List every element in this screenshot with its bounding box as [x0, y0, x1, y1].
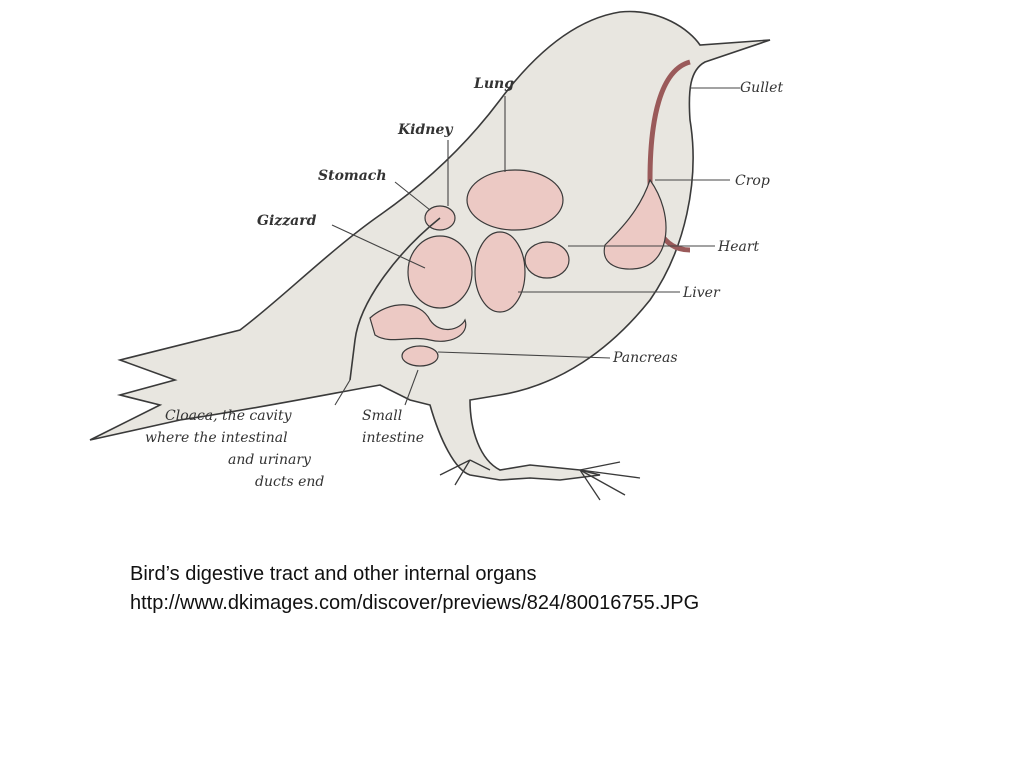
caption-source-url: http://www.dkimages.com/discover/preview… [130, 592, 700, 614]
label-pancreas: Pancreas [612, 350, 678, 366]
label-liver: Liver [682, 285, 721, 301]
label-crop: Crop [735, 173, 770, 189]
leader-cloaca [334, 379, 351, 406]
lung-organ [466, 169, 564, 231]
leader-stomach [394, 181, 431, 211]
label-small-intestine-line-1: Small [362, 408, 402, 424]
label-cloaca-line-4: ducts end [255, 474, 324, 490]
leader-pancreas [437, 351, 611, 359]
pancreas-organ [401, 345, 439, 367]
label-gizzard: Gizzard [257, 213, 317, 229]
crop-organ [603, 178, 667, 270]
caption: Bird’s digestive tract and other interna… [130, 560, 699, 618]
label-gullet: Gullet [740, 80, 783, 96]
right-foot [579, 461, 641, 501]
small-intestine-coil [369, 304, 467, 342]
bird-anatomy-diagram: Lung Kidney Stomach Gizzard Gullet Crop … [89, 10, 783, 501]
label-kidney: Kidney [397, 122, 453, 138]
intestine-tube [349, 217, 441, 381]
left-foot [439, 459, 491, 486]
label-heart: Heart [717, 239, 760, 255]
leader-gizzard [331, 224, 426, 269]
leader-small-intestine [404, 369, 419, 406]
label-cloaca-line-2: where the intestinal [145, 430, 288, 446]
liver-organ [474, 231, 526, 313]
gizzard-organ [407, 235, 473, 309]
label-cloaca-line-3: and urinary [228, 452, 312, 468]
label-small-intestine-line-2: intestine [362, 430, 424, 446]
label-cloaca-line-1: Cloaca, the cavity [165, 408, 293, 424]
label-lung: Lung [473, 76, 514, 92]
label-stomach: Stomach [318, 168, 387, 184]
caption-title: Bird’s digestive tract and other interna… [130, 563, 537, 585]
heart-organ [524, 241, 570, 279]
